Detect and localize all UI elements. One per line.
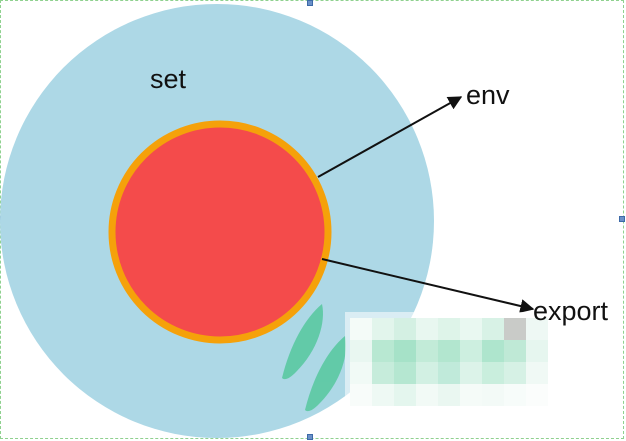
arrow-to-env — [317, 96, 463, 178]
inner-circle-env — [108, 120, 332, 344]
label-env: env — [466, 80, 510, 110]
label-set: set — [150, 64, 187, 94]
selection-handle-right[interactable] — [619, 216, 625, 222]
pixelated-watermark — [345, 312, 563, 422]
leaf-logo-watermark-icon — [282, 304, 346, 412]
selection-handle-top[interactable] — [307, 0, 313, 6]
selection-handle-bottom[interactable] — [307, 434, 313, 440]
label-export: export — [533, 296, 609, 326]
arrow-to-export — [321, 258, 535, 313]
